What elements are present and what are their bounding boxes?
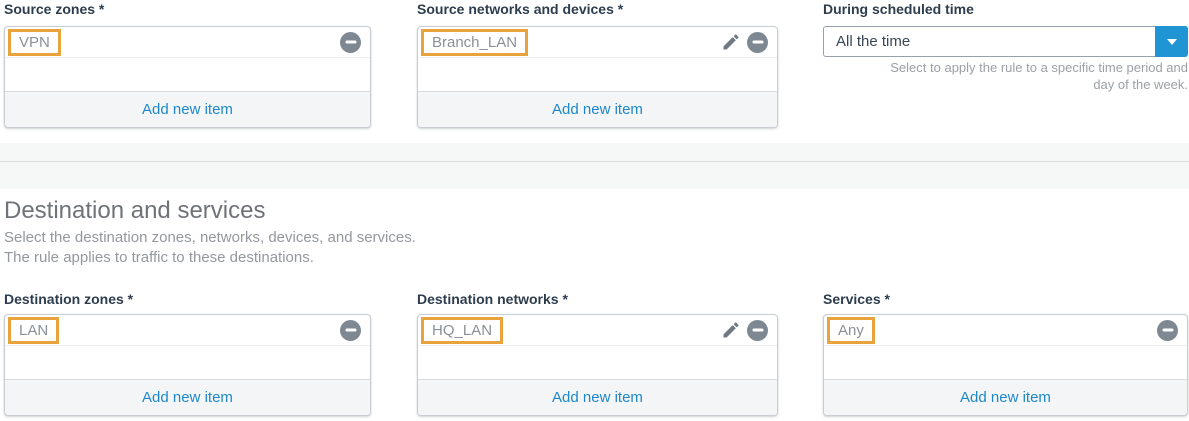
list-item: VPN [5, 27, 370, 58]
caret-down-icon [1166, 38, 1177, 45]
source-networks-devices-label: Source networks and devices * [417, 1, 624, 17]
schedule-select-value: All the time [836, 33, 911, 50]
add-new-item-button[interactable]: Add new item [418, 91, 777, 127]
list-item: LAN [5, 315, 370, 346]
row-actions [1157, 319, 1178, 341]
list-item: Any [824, 315, 1187, 346]
destination-network-tag[interactable]: HQ_LAN [421, 316, 504, 344]
remove-icon[interactable] [747, 319, 768, 341]
destination-networks-list: HQ_LAN Add new item [417, 314, 778, 416]
minus-bar [345, 328, 356, 332]
edit-icon[interactable] [721, 32, 741, 52]
section-separator [0, 143, 1189, 189]
empty-list-area [418, 346, 777, 379]
during-scheduled-time-label: During scheduled time [823, 1, 974, 17]
empty-list-area [5, 346, 370, 379]
service-tag[interactable]: Any [827, 316, 875, 344]
empty-list-area [824, 346, 1187, 379]
divider [0, 161, 1189, 162]
minus-bar [752, 40, 763, 44]
add-new-item-button[interactable]: Add new item [418, 379, 777, 415]
row-actions [721, 31, 768, 53]
edit-icon[interactable] [721, 320, 741, 340]
source-zones-label: Source zones * [4, 1, 105, 17]
source-networks-devices-list: Branch_LAN Add new item [417, 26, 778, 128]
dropdown-button[interactable] [1155, 26, 1188, 57]
schedule-hint: Select to apply the rule to a specific t… [823, 59, 1188, 93]
remove-icon[interactable] [340, 31, 361, 53]
list-item: HQ_LAN [418, 315, 777, 346]
section-subtitle-line2: The rule applies to traffic to these des… [4, 249, 314, 266]
minus-bar [752, 328, 763, 332]
source-network-tag[interactable]: Branch_LAN [421, 28, 529, 56]
add-new-item-button[interactable]: Add new item [824, 379, 1187, 415]
section-title: Destination and services [4, 197, 266, 224]
remove-icon[interactable] [1157, 319, 1178, 341]
schedule-hint-line1: Select to apply the rule to a specific t… [890, 60, 1188, 75]
schedule-hint-line2: day of the week. [1093, 77, 1188, 92]
destination-zones-list: LAN Add new item [4, 314, 371, 416]
remove-icon[interactable] [340, 319, 361, 341]
services-label: Services * [823, 291, 890, 307]
add-new-item-button[interactable]: Add new item [5, 91, 370, 127]
minus-bar [345, 40, 356, 44]
minus-bar [1162, 328, 1173, 332]
source-zone-tag[interactable]: VPN [8, 28, 61, 56]
schedule-select[interactable]: All the time [823, 26, 1188, 57]
add-new-item-button[interactable]: Add new item [5, 379, 370, 415]
source-zones-list: VPN Add new item [4, 26, 371, 128]
list-item: Branch_LAN [418, 27, 777, 58]
row-actions [721, 319, 768, 341]
row-actions [340, 31, 361, 53]
services-list: Any Add new item [823, 314, 1188, 416]
section-subtitle-line1: Select the destination zones, networks, … [4, 229, 416, 246]
destination-zones-label: Destination zones * [4, 291, 134, 307]
row-actions [340, 319, 361, 341]
empty-list-area [5, 58, 370, 91]
remove-icon[interactable] [747, 31, 768, 53]
destination-networks-label: Destination networks * [417, 291, 568, 307]
empty-list-area [418, 58, 777, 91]
destination-zone-tag[interactable]: LAN [8, 316, 60, 344]
